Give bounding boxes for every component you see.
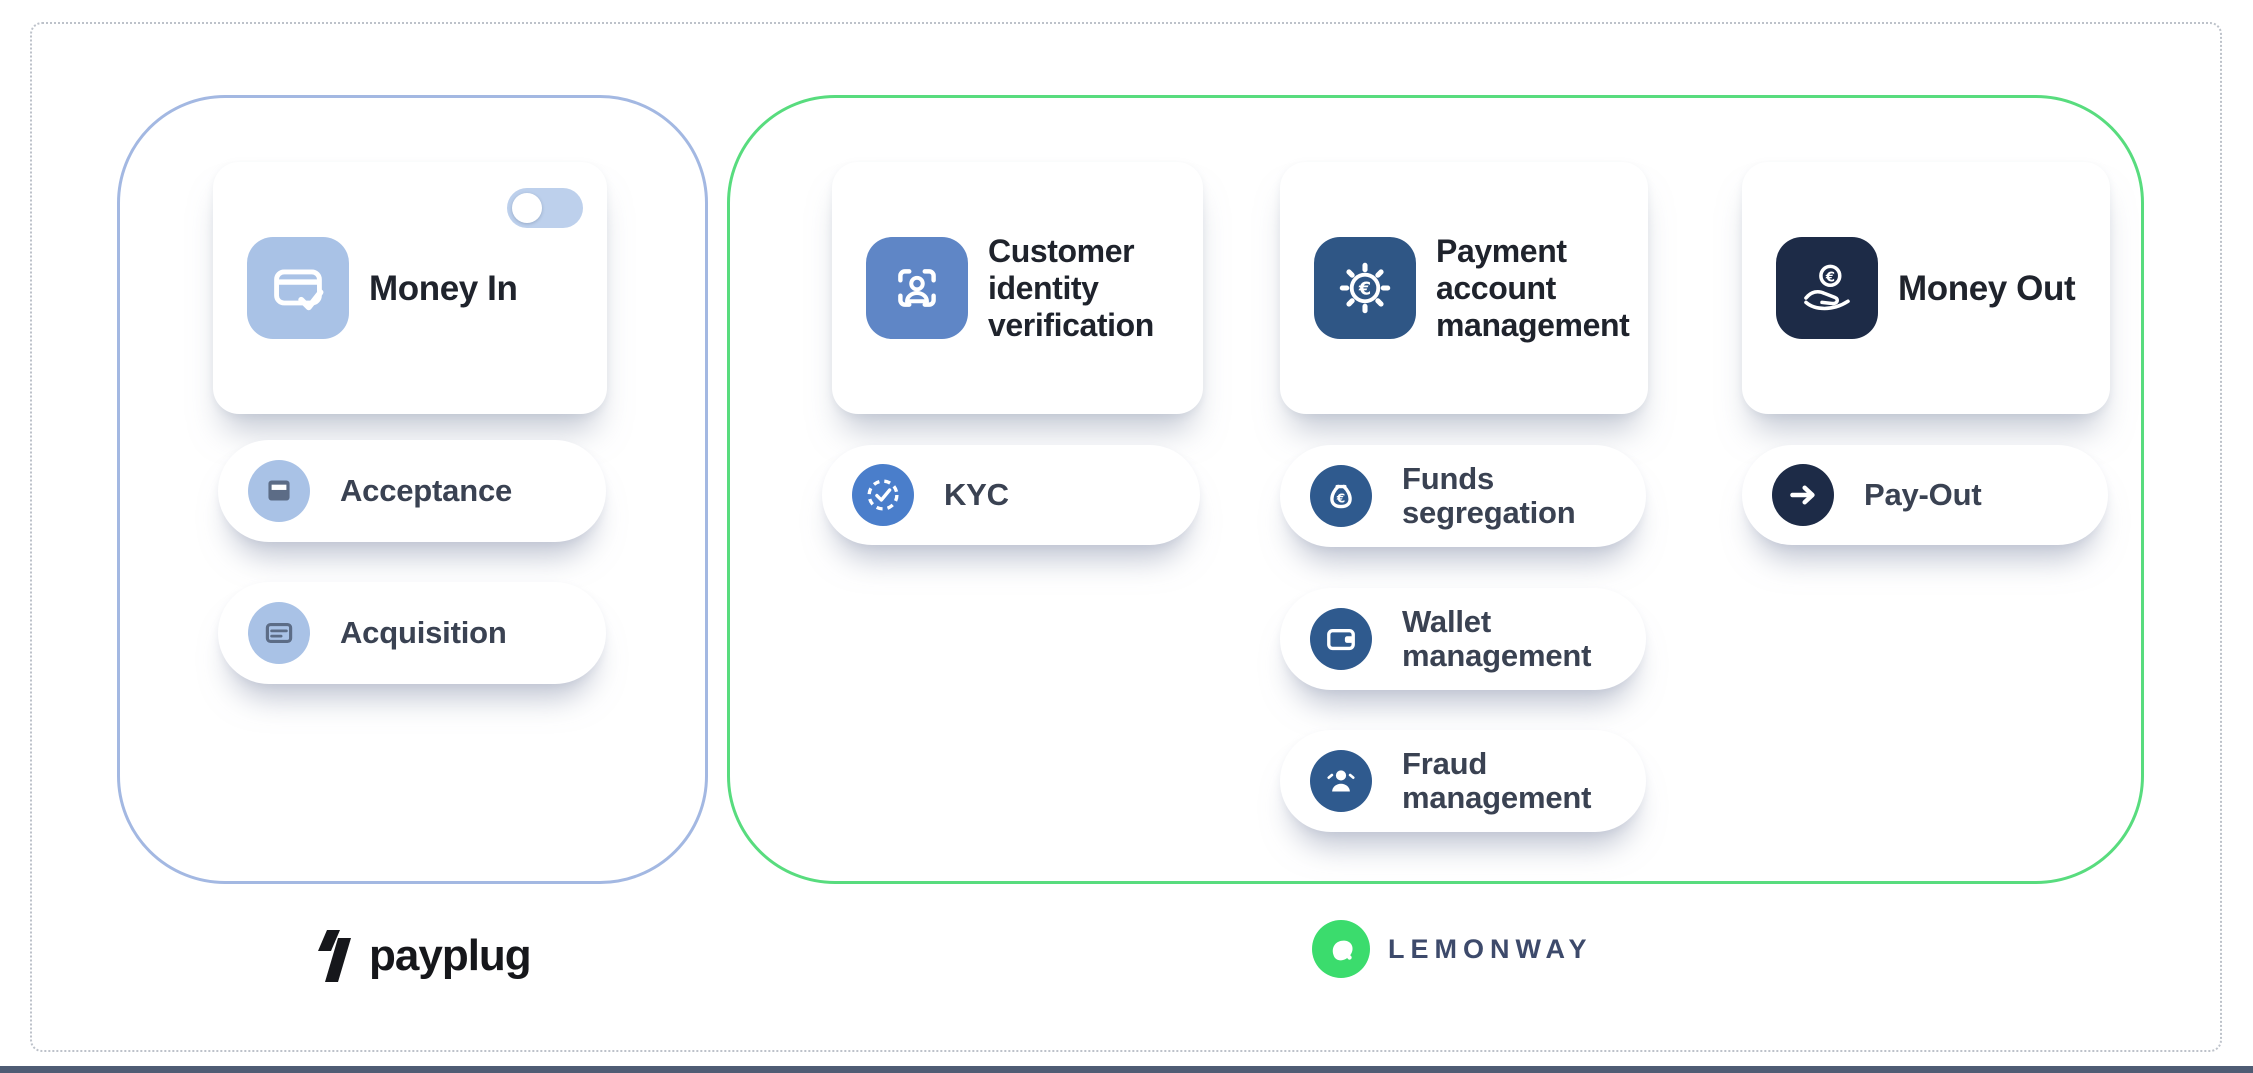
person-alert-icon — [1310, 750, 1372, 812]
acquisition-label: Acquisition — [340, 615, 507, 650]
money-out-card: € Money Out — [1742, 162, 2110, 414]
lemonway-logo: LEMONWAY — [1312, 920, 1593, 978]
card-reader-icon — [248, 602, 310, 664]
lemon-icon — [1312, 920, 1370, 978]
payplug-wordmark: payplug — [369, 931, 532, 980]
kyc-label: KYC — [944, 477, 1009, 512]
money-out-title: Money Out — [1898, 268, 2076, 308]
acquisition-pill: Acquisition — [218, 582, 606, 684]
card-check-icon — [247, 237, 349, 339]
acceptance-pill: Acceptance — [218, 440, 606, 542]
svg-text:€: € — [1358, 280, 1371, 300]
payplug-mark-icon — [318, 930, 351, 982]
payplug-logo: payplug — [307, 928, 532, 984]
money-in-title: Money In — [369, 268, 518, 308]
pay-out-pill: Pay-Out — [1742, 445, 2108, 545]
customer-identity-card: Customer identity verification — [832, 162, 1203, 414]
svg-text:€: € — [1825, 270, 1835, 285]
toggle-switch[interactable] — [507, 188, 583, 228]
kyc-pill: KYC — [822, 445, 1200, 545]
gear-euro-icon: € — [1314, 237, 1416, 339]
wallet-management-pill: Wallet management — [1280, 588, 1646, 690]
pay-out-label: Pay-Out — [1864, 477, 1982, 512]
payment-account-title: Payment account management — [1436, 232, 1630, 343]
face-scan-icon — [866, 237, 968, 339]
money-bag-icon: € — [1310, 465, 1372, 527]
pos-terminal-icon — [248, 460, 310, 522]
fraud-management-label: Fraud management — [1402, 746, 1592, 815]
customer-identity-title: Customer identity verification — [988, 232, 1154, 343]
lemonway-wordmark: LEMONWAY — [1388, 933, 1593, 964]
hand-coin-icon: € — [1776, 237, 1878, 339]
funds-segregation-pill: € Funds segregation — [1280, 445, 1646, 547]
dotted-border — [30, 22, 2222, 1052]
wallet-icon — [1310, 608, 1372, 670]
wallet-management-label: Wallet management — [1402, 604, 1592, 673]
funds-segregation-label: Funds segregation — [1402, 461, 1576, 530]
payment-account-card: € Payment account management — [1280, 162, 1648, 414]
bottom-bar — [0, 1066, 2253, 1073]
check-dashed-circle-icon — [852, 464, 914, 526]
toggle-knob — [512, 193, 542, 223]
money-in-card: Money In — [213, 162, 607, 414]
fraud-management-pill: Fraud management — [1280, 730, 1646, 832]
arrow-right-icon — [1772, 464, 1834, 526]
svg-text:€: € — [1336, 492, 1346, 506]
acceptance-label: Acceptance — [340, 473, 513, 508]
